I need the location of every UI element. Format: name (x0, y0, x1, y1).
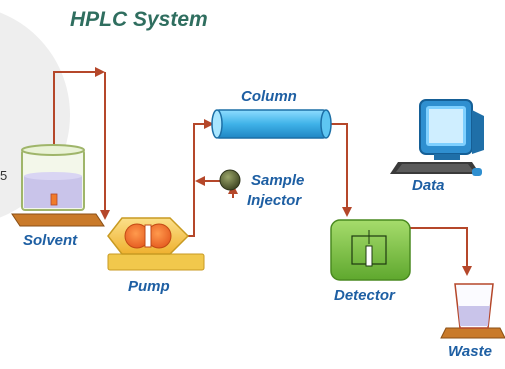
pump-label: Pump (128, 278, 170, 295)
flow-detector-to-waste (410, 227, 472, 276)
waste-label: Waste (448, 343, 492, 360)
waste-container (440, 283, 505, 339)
injector-label: Injector (247, 192, 302, 209)
solvent-reservoir (11, 144, 105, 227)
flow-column-to-detector (331, 123, 352, 217)
detector (330, 219, 411, 281)
sample-label: Sample (251, 172, 305, 189)
pump (107, 217, 205, 271)
solvent-label: Solvent (23, 232, 78, 249)
data-label: Data (412, 177, 445, 194)
column-label: Column (241, 88, 297, 105)
detector-label: Detector (334, 287, 395, 304)
column (211, 109, 332, 139)
flow-pump-to-column (188, 119, 214, 237)
sample-injector-knob (219, 169, 241, 191)
computer-icon (390, 99, 484, 176)
margin-number: 5 (0, 168, 8, 183)
diagram-title: HPLC System (70, 8, 208, 31)
